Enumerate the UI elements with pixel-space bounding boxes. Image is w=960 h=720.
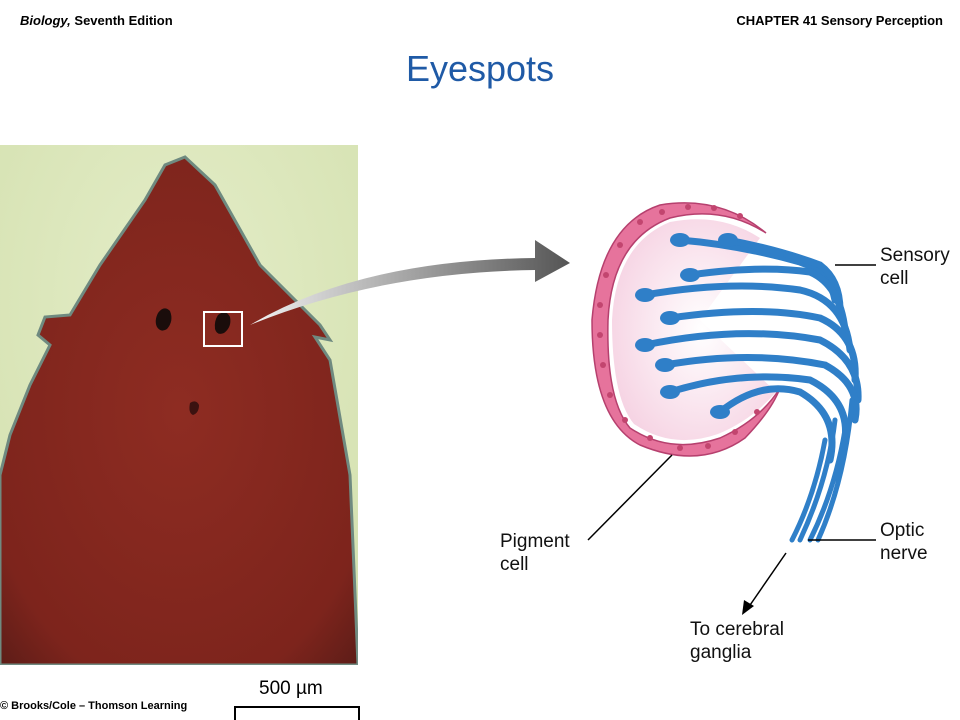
label-pigment-cell: Pigment cell bbox=[500, 530, 570, 576]
book-title-italic: Biology, bbox=[20, 13, 71, 28]
eyespot-right bbox=[214, 312, 231, 334]
book-edition: Seventh Edition bbox=[70, 13, 173, 28]
sensory-cell-tips bbox=[635, 233, 738, 419]
cerebral-arrow-head bbox=[742, 600, 754, 615]
eyespot-highlight-box bbox=[203, 311, 243, 347]
label-pigment-line2: cell bbox=[500, 554, 529, 575]
label-cerebral-line1: To cerebral bbox=[690, 619, 784, 640]
cerebral-arrow-line bbox=[747, 552, 787, 609]
pigment-cup-interior bbox=[612, 219, 776, 441]
scale-bar-label: 500 µm bbox=[259, 678, 323, 699]
slide-title: Eyespots bbox=[405, 48, 555, 89]
optic-nerve bbox=[789, 397, 855, 543]
copyright-notice: © Brooks/Cole – Thomson Learning bbox=[0, 700, 188, 712]
label-pigment-line1: Pigment bbox=[500, 531, 570, 552]
label-optic-nerve: Optic nerve bbox=[880, 519, 928, 565]
chapter-title: CHAPTER 41 Sensory Perception bbox=[736, 13, 943, 28]
label-optic-line2: nerve bbox=[880, 543, 928, 564]
pigment-cup bbox=[591, 202, 781, 457]
label-cerebral-ganglia: To cerebral ganglia bbox=[690, 618, 784, 664]
central-spot bbox=[189, 401, 199, 415]
label-cerebral-line2: ganglia bbox=[690, 642, 752, 663]
planarian-micrograph bbox=[0, 145, 358, 665]
book-title: Biology, Seventh Edition bbox=[20, 13, 173, 28]
label-sensory-cell: Sensory cell bbox=[880, 244, 950, 290]
eyespot-left bbox=[155, 308, 172, 331]
label-optic-line1: Optic bbox=[880, 520, 925, 541]
sensory-cells bbox=[641, 236, 862, 464]
label-sensory-line2: cell bbox=[880, 268, 909, 289]
pigment-cell-nuclei bbox=[597, 204, 760, 451]
label-sensory-line1: Sensory bbox=[880, 245, 950, 266]
pigment-cell-leader bbox=[587, 454, 673, 541]
scale-bar bbox=[234, 706, 360, 720]
